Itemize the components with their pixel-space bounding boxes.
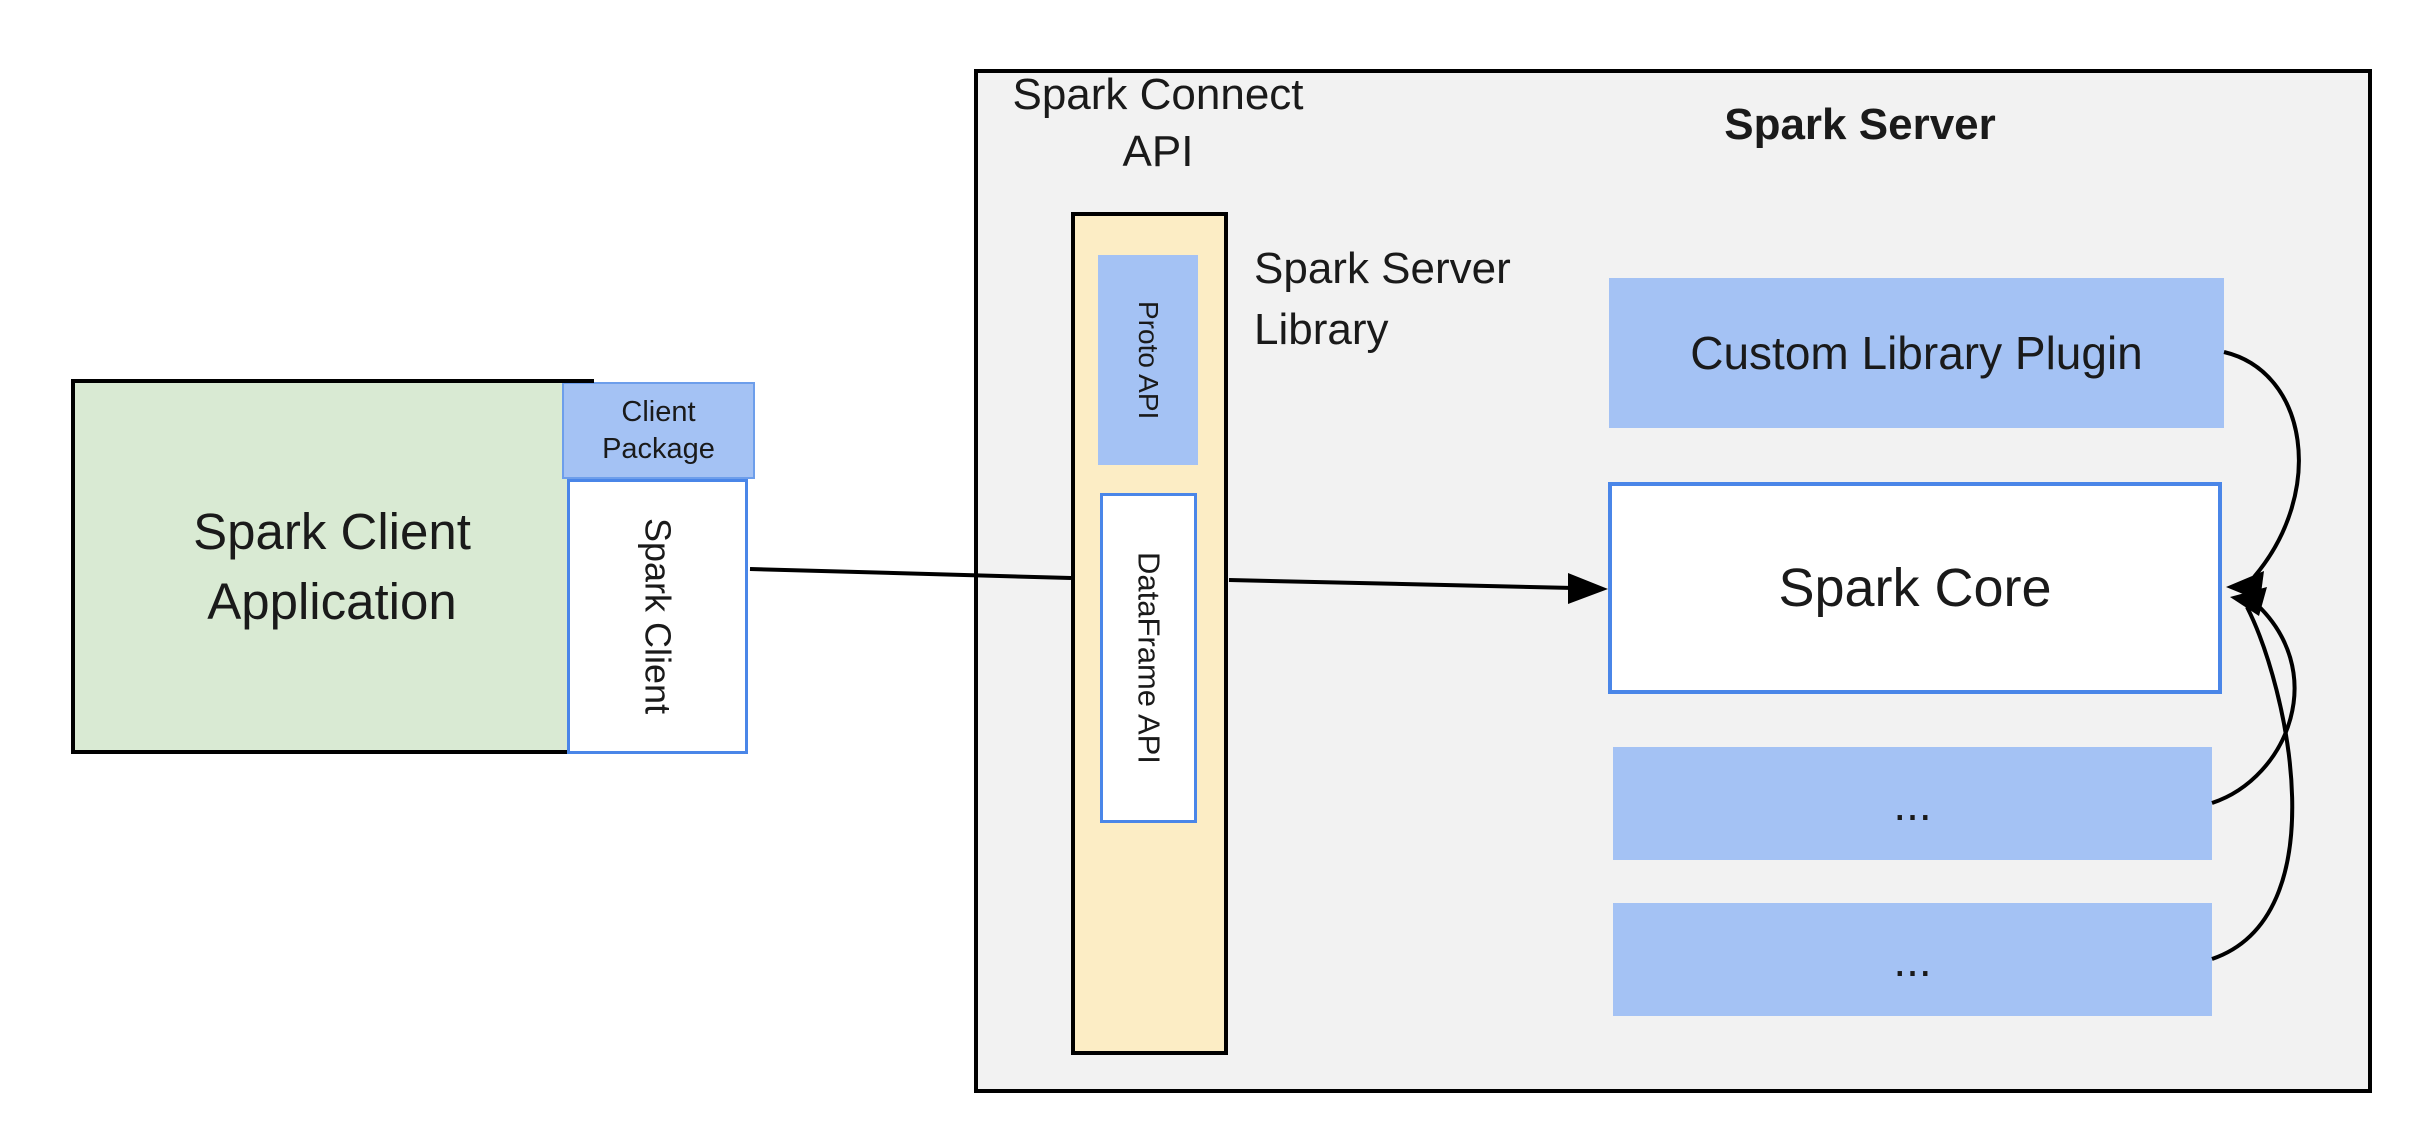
spark-server-library-label-line1: Spark Server bbox=[1254, 244, 1511, 293]
spark-server-library-label: Spark Server Library bbox=[1254, 238, 1511, 360]
client-package-label-line2: Package bbox=[602, 432, 715, 465]
spark-core-label: Spark Core bbox=[1778, 558, 2052, 618]
client-package-label-line1: Client bbox=[621, 395, 696, 428]
module-placeholder-2-label: ... bbox=[1893, 933, 1932, 986]
dataframe-api-node: DataFrame API bbox=[1100, 493, 1197, 823]
spark-client-application-label-line1: Spark Client bbox=[193, 502, 471, 560]
spark-connect-api-title-line1: Spark Connect bbox=[1012, 70, 1304, 119]
spark-server-title: Spark Server bbox=[1724, 100, 1996, 149]
spark-client-label: Spark Client bbox=[637, 518, 679, 715]
module-placeholder-1-label: ... bbox=[1893, 777, 1932, 830]
spark-client-application-label-line2: Application bbox=[207, 572, 457, 630]
spark-client-application-node: Spark Client Application bbox=[71, 379, 593, 754]
proto-api-label: Proto API bbox=[1133, 300, 1164, 420]
spark-core-node: Spark Core bbox=[1608, 482, 2222, 694]
module-placeholder-2-node: ... bbox=[1613, 903, 2212, 1016]
client-package-node: Client Package bbox=[562, 382, 755, 479]
spark-connect-api-title: Spark Connect API bbox=[858, 66, 1458, 180]
spark-client-application-label: Spark Client Application bbox=[193, 497, 471, 637]
custom-library-plugin-label: Custom Library Plugin bbox=[1690, 327, 2143, 379]
module-placeholder-1-node: ... bbox=[1613, 747, 2212, 860]
custom-library-plugin-node: Custom Library Plugin bbox=[1609, 278, 2224, 428]
spark-client-node: Spark Client bbox=[567, 479, 748, 754]
dataframe-api-label: DataFrame API bbox=[1131, 552, 1167, 764]
spark-server-library-label-line2: Library bbox=[1254, 305, 1389, 354]
proto-api-node: Proto API bbox=[1098, 255, 1198, 465]
spark-connect-api-title-line2: API bbox=[1122, 127, 1194, 176]
client-package-label: Client Package bbox=[602, 394, 715, 468]
